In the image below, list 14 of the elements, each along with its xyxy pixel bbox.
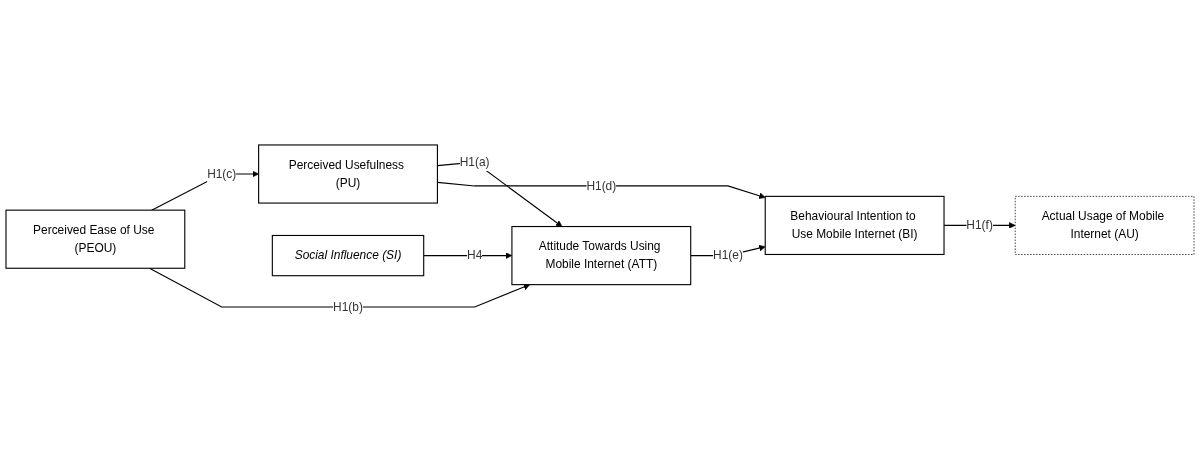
- edge-label: H4: [467, 248, 483, 262]
- arrow: [148, 267, 531, 308]
- node-box: Perceived Usefulness (PU): [258, 144, 438, 204]
- node-box: Attitude Towards Using Mobile Internet (ATT): [511, 226, 692, 286]
- node-box: Behavioural Intention to Use Mobile Internet (BI): [764, 195, 945, 256]
- edge-label: H1(a): [459, 155, 490, 169]
- edge-label: H1(e): [713, 248, 743, 262]
- edge-label: H1(f): [966, 218, 993, 232]
- edge-label: H1(d): [586, 179, 617, 192]
- node-box: Perceived Ease of Use (PEOU): [5, 209, 186, 269]
- edge-label: H1(b): [333, 300, 363, 313]
- node-box: Actual Usage of Mobile Internet (AU): [1014, 196, 1195, 255]
- node-box: Social Influence (SI): [271, 234, 425, 277]
- edge-label: H1(c): [207, 167, 237, 181]
